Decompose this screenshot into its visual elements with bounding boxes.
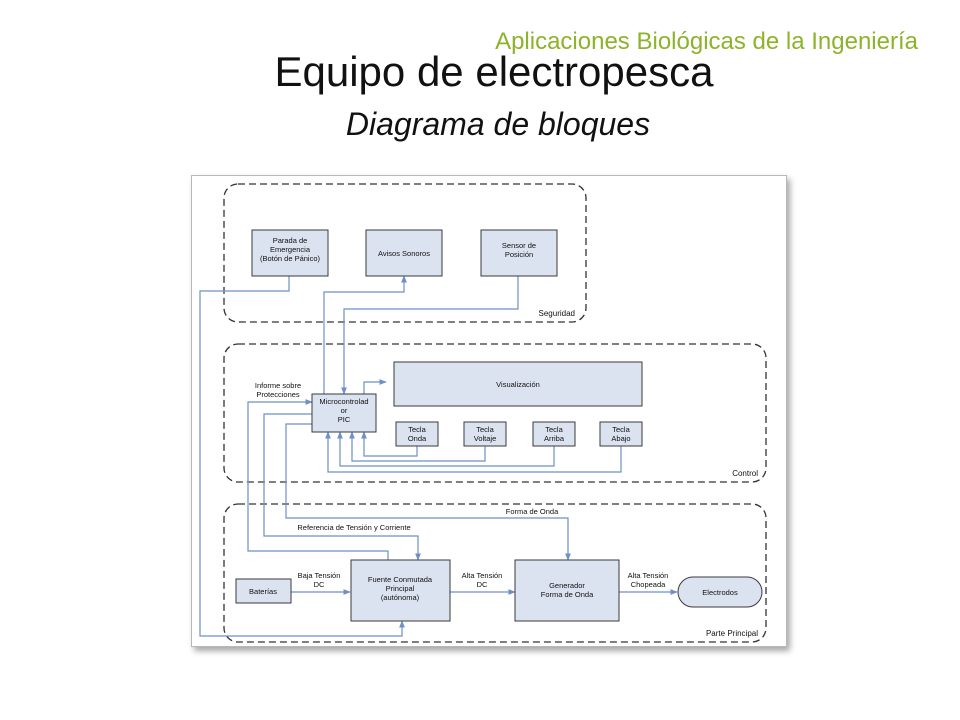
position-sensor-label-line: Posición xyxy=(505,250,533,259)
power-supply-label-line: Fuente Conmutada xyxy=(368,575,433,584)
key-wave-label-line: Onda xyxy=(408,434,427,443)
security-group xyxy=(223,183,587,323)
key-up-block xyxy=(532,421,576,447)
power-supply-label-line: (autónoma) xyxy=(381,593,420,602)
page-title: Equipo de electropesca xyxy=(274,48,714,95)
protection-report-label-line: Protecciones xyxy=(256,390,300,399)
emergency-stop-label-line: Emergencia xyxy=(270,245,311,254)
low-voltage-dc-label-line: DC xyxy=(314,580,325,589)
sound-alerts-label: Avisos Sonoros xyxy=(378,249,430,258)
emergency-link xyxy=(199,276,405,637)
power-supply-block xyxy=(350,559,451,622)
key-down-label-line: Abajo xyxy=(611,434,630,443)
course-name: Aplicaciones Biológicas de la Ingeniería xyxy=(495,28,918,55)
control-group-label: Control xyxy=(732,469,758,478)
batteries-block xyxy=(235,578,292,604)
emergency-stop-block xyxy=(251,229,329,277)
position-sensor-block xyxy=(480,229,558,277)
high-voltage-dc-label-line: DC xyxy=(477,580,488,589)
alerts-link xyxy=(323,275,407,394)
waveform-link xyxy=(285,423,571,561)
key-down-block xyxy=(599,421,643,447)
key-down-label-line: Tecla xyxy=(612,425,630,434)
key-wave-label-line: Tecla xyxy=(408,425,426,434)
protection-report-label-line: Informe sobre xyxy=(255,381,301,390)
display-block xyxy=(393,361,643,407)
key-up-label-line: Arriba xyxy=(544,434,565,443)
main-group-label: Parte Principal xyxy=(706,629,758,638)
key-up-label-line: Tecla xyxy=(545,425,563,434)
waveform-label: Forma de Onda xyxy=(506,507,559,516)
microcontroller-block xyxy=(311,393,377,433)
sound-alerts-block xyxy=(365,229,443,277)
power-supply-label-line: Principal xyxy=(386,584,415,593)
microcontroller-label-line: Microcontrolad xyxy=(319,397,368,406)
sensor-link xyxy=(341,276,519,395)
protection-report-link xyxy=(247,399,389,560)
control-group xyxy=(223,343,767,483)
display-label-line: Visualización xyxy=(496,380,540,389)
microcontroller-label-line: or xyxy=(341,406,348,415)
waveform-label-line: Forma de Onda xyxy=(506,507,559,516)
reference-link xyxy=(263,413,421,561)
wave-generator-label-line: Forma de Onda xyxy=(541,590,594,599)
key-voltage-block xyxy=(463,421,507,447)
key-up-link xyxy=(337,431,555,467)
emergency-stop-label-line: (Botón de Pánico) xyxy=(260,254,321,263)
electrodes-block xyxy=(677,576,763,608)
emergency-stop-label-line: Parada de xyxy=(273,236,308,245)
security-group-label: Seguridad xyxy=(539,309,575,318)
batteries-label: Baterías xyxy=(249,587,277,596)
wave-generator-block xyxy=(514,559,620,622)
display-label: Visualización xyxy=(496,380,540,389)
electrodes-label: Electrodos xyxy=(702,588,738,597)
position-sensor-label-line: Sensor de xyxy=(502,241,536,250)
voltage-current-ref-label-line: Referencia de Tensión y Corriente xyxy=(297,523,410,532)
batteries-label-line: Baterías xyxy=(249,587,277,596)
electrodes-label-line: Electrodos xyxy=(702,588,738,597)
low-voltage-dc-label-line: Baja Tensión xyxy=(298,571,341,580)
key-wave-link xyxy=(361,431,418,457)
high-voltage-chopped-label-line: Chopeada xyxy=(631,580,666,589)
high-voltage-chopped-label-line: Alta Tensión xyxy=(628,571,669,580)
high-voltage-dc-label-line: Alta Tensión xyxy=(462,571,503,580)
key-voltage-link xyxy=(349,431,486,462)
key-wave-block xyxy=(395,421,439,447)
voltage-current-ref-label: Referencia de Tensión y Corriente xyxy=(297,523,410,532)
main-group xyxy=(223,503,767,643)
microcontroller-label-line: PIC xyxy=(338,415,351,424)
sound-alerts-label-line: Avisos Sonoros xyxy=(378,249,430,258)
page-subtitle: Diagrama de bloques xyxy=(345,106,651,142)
wave-generator-label-line: Generador xyxy=(549,581,585,590)
key-voltage-label-line: Tecla xyxy=(476,425,494,434)
connections xyxy=(199,275,678,637)
key-voltage-label-line: Voltaje xyxy=(474,434,497,443)
key-down-link xyxy=(325,431,622,473)
display-link xyxy=(363,379,387,394)
